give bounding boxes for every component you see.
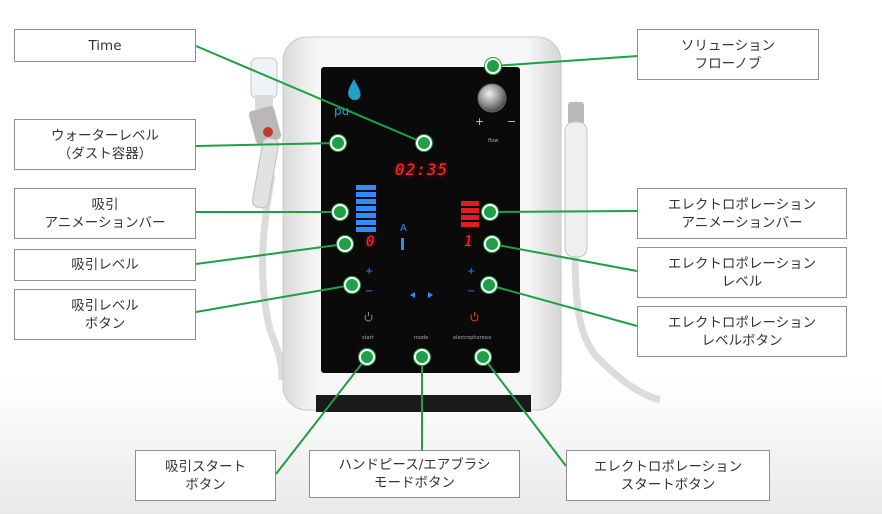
callout-suction-start-button: 吸引スタート ボタン [135,450,276,501]
time-display: 02:35 [395,160,449,179]
callout-electroporation-level: エレクトロポレーション レベル [637,247,847,298]
flow-label: flow [488,138,499,144]
marker-water-level [330,135,346,151]
mode-label: mode [414,335,429,341]
callout-electroporation-animation-bar: エレクトロポレーション アニメーションバー [637,188,847,239]
callout-electroporation-start-button: エレクトロポレーション スタートボタン [566,450,770,501]
callout-suction-level: 吸引レベル [14,249,196,281]
callout-time: Time [14,29,196,62]
mode-letter: A [400,223,407,234]
callout-water-level: ウォーターレベル （ダスト容器） [14,119,196,170]
leader-lines [195,45,638,475]
marker-suction-start-button [359,349,375,365]
device-base [316,395,531,412]
flow-plus-label: + [475,115,485,128]
electroporation-handpiece [564,102,661,404]
electroporation-animation-bar [461,201,479,227]
marker-mode-button [414,349,430,365]
suction-animation-bar [356,185,376,232]
suction-level-display: 0 [366,234,376,250]
callout-handpiece-airbrush-mode-button: ハンドピース/エアブラシ モードボタン [309,450,520,498]
marker-suction-level [337,236,353,252]
marker-electroporation-start-button [475,349,491,365]
electro-minus-icon[interactable]: − [467,286,476,297]
left-arrow-icon [410,292,415,298]
electro-plus-icon[interactable]: + [467,266,476,277]
flow-minus-label: − [507,115,517,128]
marker-electroporation-animation-bar [482,204,498,220]
electrophoresis-label: electrophoresis [453,335,492,341]
electroporation-level-display: 1 [464,234,474,250]
flow-knob-icon[interactable] [477,83,507,113]
marker-suction-animation-bar [332,204,348,220]
callout-suction-animation-bar: 吸引 アニメーションバー [14,188,196,239]
mode-indicator [401,238,404,250]
marker-suction-level-button [344,277,360,293]
control-panel [321,67,520,373]
start-label: start [362,335,374,341]
callout-electroporation-level-button: エレクトロポレーション レベルボタン [637,306,847,357]
logo-drop-icon [348,79,361,101]
brand-logo: pu [334,104,350,118]
right-arrow-icon [428,292,433,298]
suction-power-icon [364,312,373,322]
callout-suction-level-button: 吸引レベル ボタン [14,289,196,340]
electro-power-icon [470,312,479,322]
marker-flow-knob [485,58,501,74]
suction-minus-icon[interactable]: − [365,286,374,297]
marker-time [416,135,432,151]
marker-electroporation-level-button [481,277,497,293]
suction-plus-icon[interactable]: + [365,266,374,277]
callout-solution-flow-knob: ソリューション フローノブ [637,29,819,80]
airbrush-handpiece [248,57,286,381]
marker-electroporation-level [484,236,500,252]
